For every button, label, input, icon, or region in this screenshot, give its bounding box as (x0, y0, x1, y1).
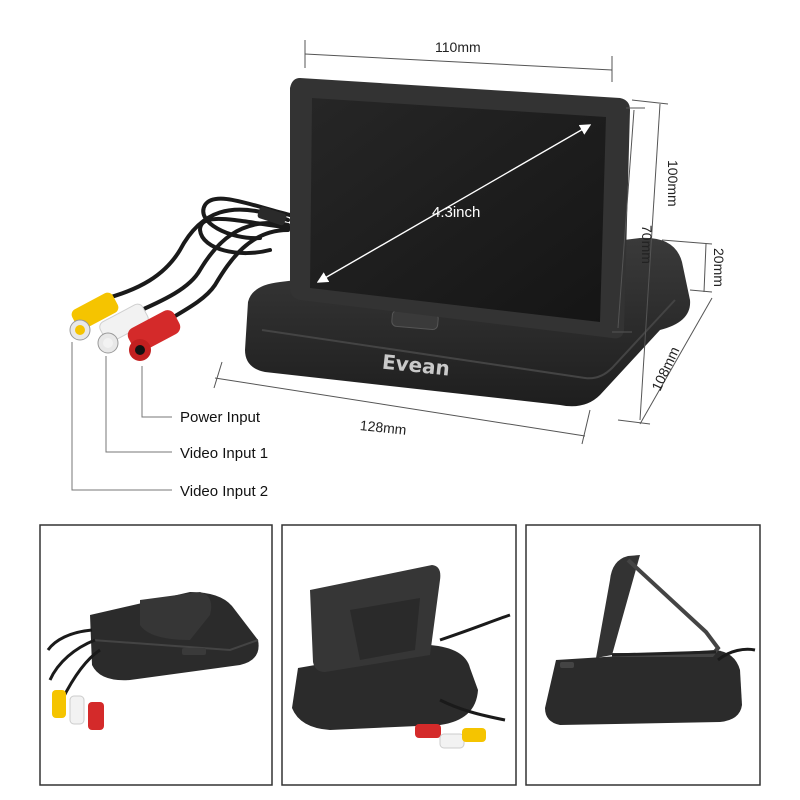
rca-red-connector (127, 310, 181, 361)
cable-bundle (98, 196, 294, 327)
dim-screen-height: 70mm (639, 225, 655, 264)
dim-total-height: 100mm (665, 160, 681, 207)
dimension-lines (213, 40, 713, 445)
dim-base-height: 20mm (711, 248, 727, 287)
diagonal-arrow (316, 124, 592, 283)
thumbnail-screen-back (281, 524, 517, 786)
dim-top-width: 110mm (435, 39, 481, 55)
cable-plug (257, 206, 287, 226)
dim-base-depth: 108mm (648, 344, 682, 393)
label-power-input: Power Input (180, 409, 261, 426)
label-video-input-1: Video Input 1 (180, 445, 268, 462)
thumbnail-folded (39, 524, 273, 786)
label-video-input-2: Video Input 2 (180, 483, 268, 500)
screen-size-label: 4.3inch (432, 204, 480, 221)
main-monitor: Evean 4.3inch (69, 78, 691, 407)
dim-base-width: 128mm (359, 417, 407, 438)
rca-yellow-connector (69, 292, 119, 341)
base-edge-highlight (261, 299, 676, 380)
thumbnail-side-profile (525, 524, 761, 786)
connector-callout-lines (71, 342, 172, 491)
